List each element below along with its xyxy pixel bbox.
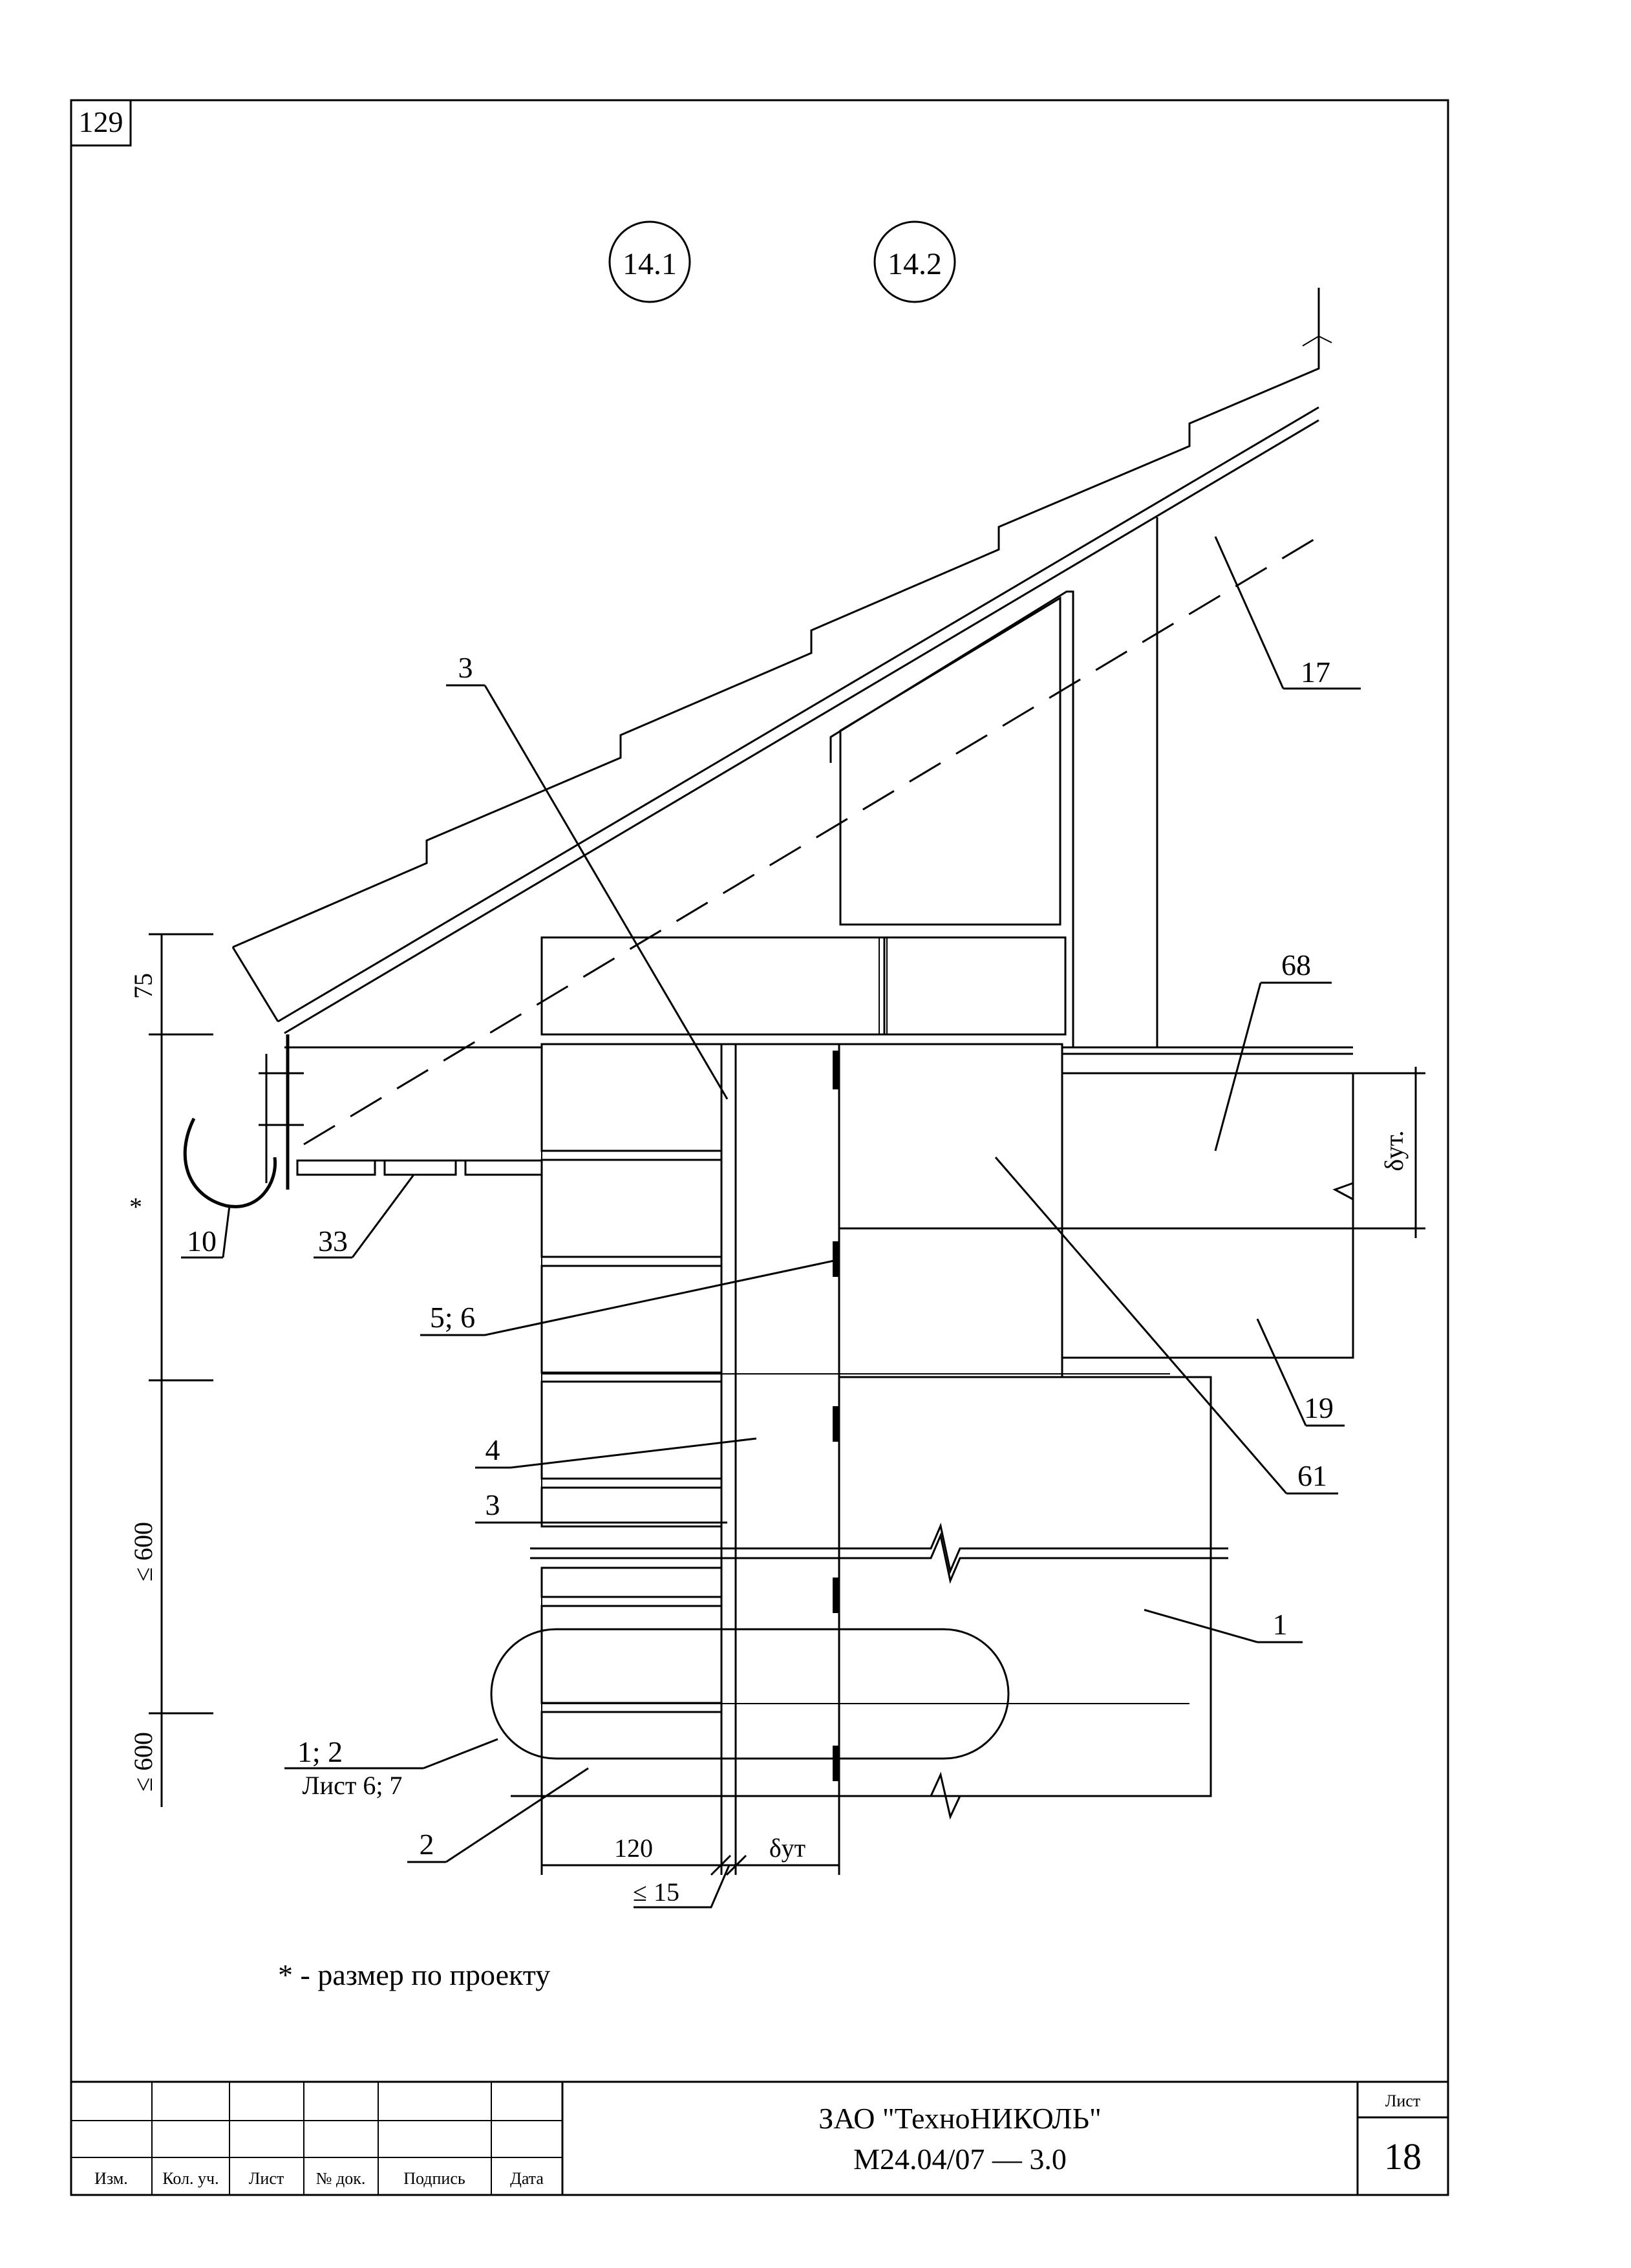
sheet-frame xyxy=(70,99,1449,2196)
callout-33: 33 xyxy=(314,1174,415,1259)
tb-code: М24.04/07 — 3.0 xyxy=(853,2143,1067,2176)
callout-2: 2 xyxy=(407,1767,589,1863)
svg-text:4: 4 xyxy=(485,1433,500,1466)
callout-4: 4 xyxy=(475,1433,757,1469)
svg-text:61: 61 xyxy=(1297,1459,1327,1492)
svg-text:68: 68 xyxy=(1281,948,1311,981)
dim-600-top: ≤ 600 xyxy=(129,1522,158,1581)
dim-75: 75 xyxy=(129,973,158,999)
tb-col-date: Дата xyxy=(510,2169,544,2188)
soffit-panels xyxy=(296,1159,543,1176)
callout-61: 61 xyxy=(994,1157,1338,1495)
tb-col-list: Лист xyxy=(249,2169,284,2188)
floor-slab xyxy=(1061,1227,1354,1359)
footnote: * - размер по проекту xyxy=(278,1958,550,1991)
inner-wall-upper xyxy=(838,1043,1063,1230)
callout-10: 10 xyxy=(181,1205,231,1259)
outer-brick-wall xyxy=(540,1043,723,1797)
node-ref-14-2: 14.2 xyxy=(873,220,956,303)
callout-3-bottom: 3 xyxy=(475,1488,727,1524)
air-gap xyxy=(720,1043,737,1797)
sheet-corner-box xyxy=(70,99,132,147)
dim-insulation: δут xyxy=(769,1834,805,1863)
vapour-barrier-ties xyxy=(833,1051,839,1781)
roof-insulation-line xyxy=(303,535,1319,1146)
dim-600-bottom: ≤ 600 xyxy=(129,1732,158,1792)
insulation-layer xyxy=(734,1043,840,1797)
dim-120: 120 xyxy=(614,1834,653,1863)
dim-star: * xyxy=(129,1192,142,1221)
sheet-corner-number: 129 xyxy=(79,105,123,138)
tb-col-izm: Изм. xyxy=(94,2169,128,2188)
top-brick-right xyxy=(883,936,1067,1036)
svg-text:14.2: 14.2 xyxy=(888,247,942,281)
node-ref-14-1: 14.1 xyxy=(608,220,691,303)
callout-68: 68 xyxy=(1214,948,1332,1151)
svg-text:10: 10 xyxy=(187,1225,217,1257)
tb-sheet-label: Лист xyxy=(1385,2091,1420,2110)
detail-reference-oval xyxy=(490,1628,1010,1760)
bottom-dimension xyxy=(540,1796,840,1909)
svg-text:3: 3 xyxy=(458,651,473,684)
svg-text:1; 2: 1; 2 xyxy=(297,1735,343,1768)
dim-15: ≤ 15 xyxy=(633,1878,679,1907)
svg-text:2: 2 xyxy=(420,1828,434,1861)
title-block xyxy=(71,2081,1448,2195)
dim-insulation-floor: δут. xyxy=(1380,1130,1409,1171)
svg-text:17: 17 xyxy=(1301,656,1330,689)
callout-3-top: 3 xyxy=(446,651,729,1100)
svg-text:5; 6: 5; 6 xyxy=(430,1301,475,1334)
tb-col-kol-uch: Кол. уч. xyxy=(162,2169,219,2188)
svg-text:Лист 6; 7: Лист 6; 7 xyxy=(303,1771,403,1800)
break-line xyxy=(511,1523,1228,1820)
tb-col-signature: Подпись xyxy=(403,2169,465,2188)
svg-text:3: 3 xyxy=(485,1488,500,1521)
svg-text:14.1: 14.1 xyxy=(623,247,677,281)
tb-company: ЗАО "ТехноНИКОЛЬ" xyxy=(818,2102,1102,2135)
callout-1-2: 1; 2 Лист 6; 7 xyxy=(284,1735,498,1800)
callout-5-6: 5; 6 xyxy=(420,1259,835,1336)
top-brick-left xyxy=(540,936,886,1036)
svg-text:19: 19 xyxy=(1304,1391,1334,1424)
svg-text:33: 33 xyxy=(318,1225,348,1257)
floor-insulation xyxy=(1061,1072,1354,1230)
callout-17: 17 xyxy=(1214,536,1361,690)
left-dimension-chain xyxy=(149,933,213,1807)
tb-sheet-number: 18 xyxy=(1384,2135,1422,2177)
roof-covering xyxy=(231,288,1332,1034)
gutter xyxy=(183,1117,277,1208)
callout-19: 19 xyxy=(1256,1318,1345,1427)
tb-col-doc: № док. xyxy=(316,2169,366,2188)
floor-insulation-dimension xyxy=(1353,1067,1425,1238)
inner-wall-lower xyxy=(838,1376,1212,1797)
svg-text:1: 1 xyxy=(1273,1608,1288,1641)
inner-wall-mid xyxy=(838,1227,1063,1378)
attic-insulation-block xyxy=(839,596,1061,926)
callout-1: 1 xyxy=(1144,1608,1303,1643)
